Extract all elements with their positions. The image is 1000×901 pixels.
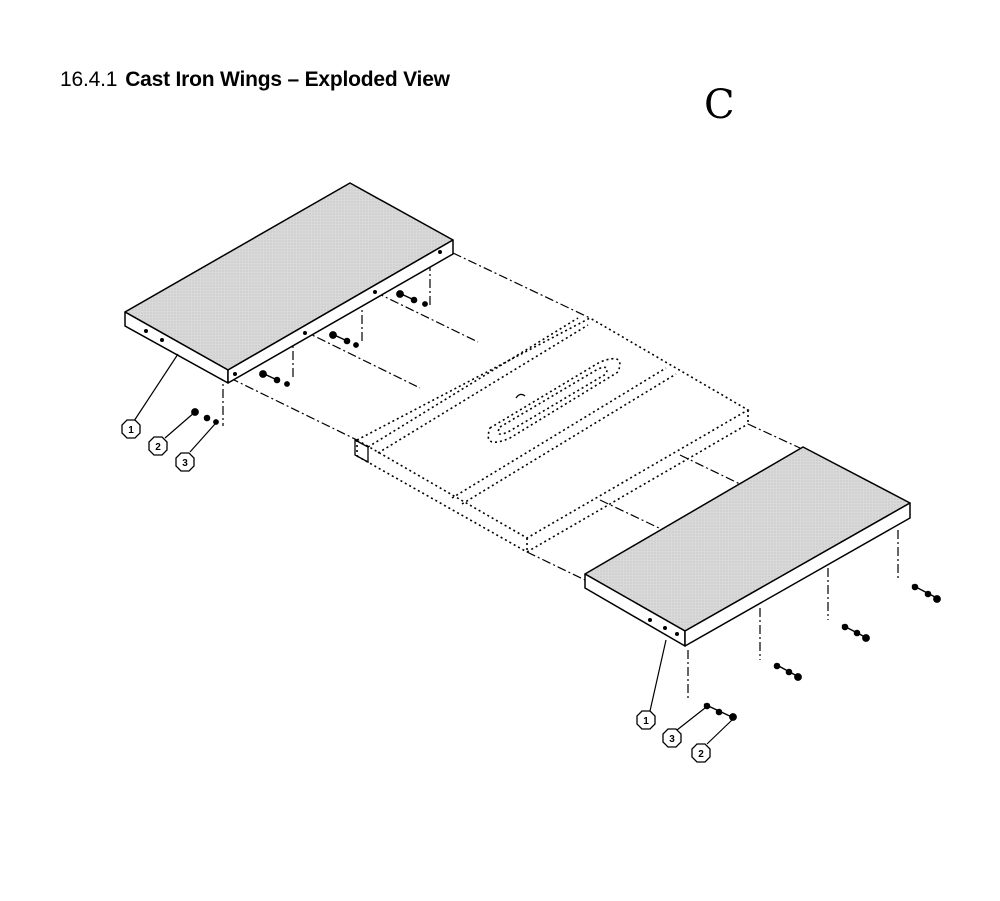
bolt-set-left-1: [396, 290, 428, 307]
section-number: 16.4.1: [60, 68, 118, 91]
center-table-left-face: [354, 393, 526, 464]
bolt-set-right-3: [773, 662, 802, 681]
callout-3-right-label: 3: [669, 734, 675, 745]
bolt-set-right-1: [911, 583, 941, 603]
section-heading: 16.4.1 Cast Iron Wings – Exploded View: [60, 68, 450, 92]
section-title: Cast Iron Wings – Exploded View: [125, 68, 450, 91]
fasteners: [191, 290, 941, 721]
left-wing: [124, 182, 454, 384]
leader-lines: [133, 353, 733, 745]
callout-3-right: 3: [662, 728, 682, 748]
right-wing: [584, 446, 911, 647]
callout-2-right-label: 2: [698, 749, 704, 760]
bolt-set-left-4: [191, 408, 219, 425]
callout-3-left: 3: [175, 452, 195, 472]
callout-3-left-label: 3: [182, 458, 188, 469]
callout-2-right: 2: [691, 743, 711, 763]
bolt-set-right-4: [703, 702, 737, 721]
bolt-set-left-2: [329, 331, 359, 348]
bolt-set-right-2: [841, 623, 870, 642]
callout-1-left-label: 1: [128, 425, 134, 436]
callout-2-left-label: 2: [155, 442, 161, 453]
bolt-set-left-3: [259, 370, 290, 387]
callout-2-left: 2: [148, 436, 168, 456]
callout-1-left: 1: [121, 419, 141, 439]
sheet-letter: C: [704, 82, 735, 128]
center-table-outline: [355, 317, 750, 553]
callout-1-right-label: 1: [643, 716, 649, 727]
callout-1-right: 1: [636, 710, 656, 730]
